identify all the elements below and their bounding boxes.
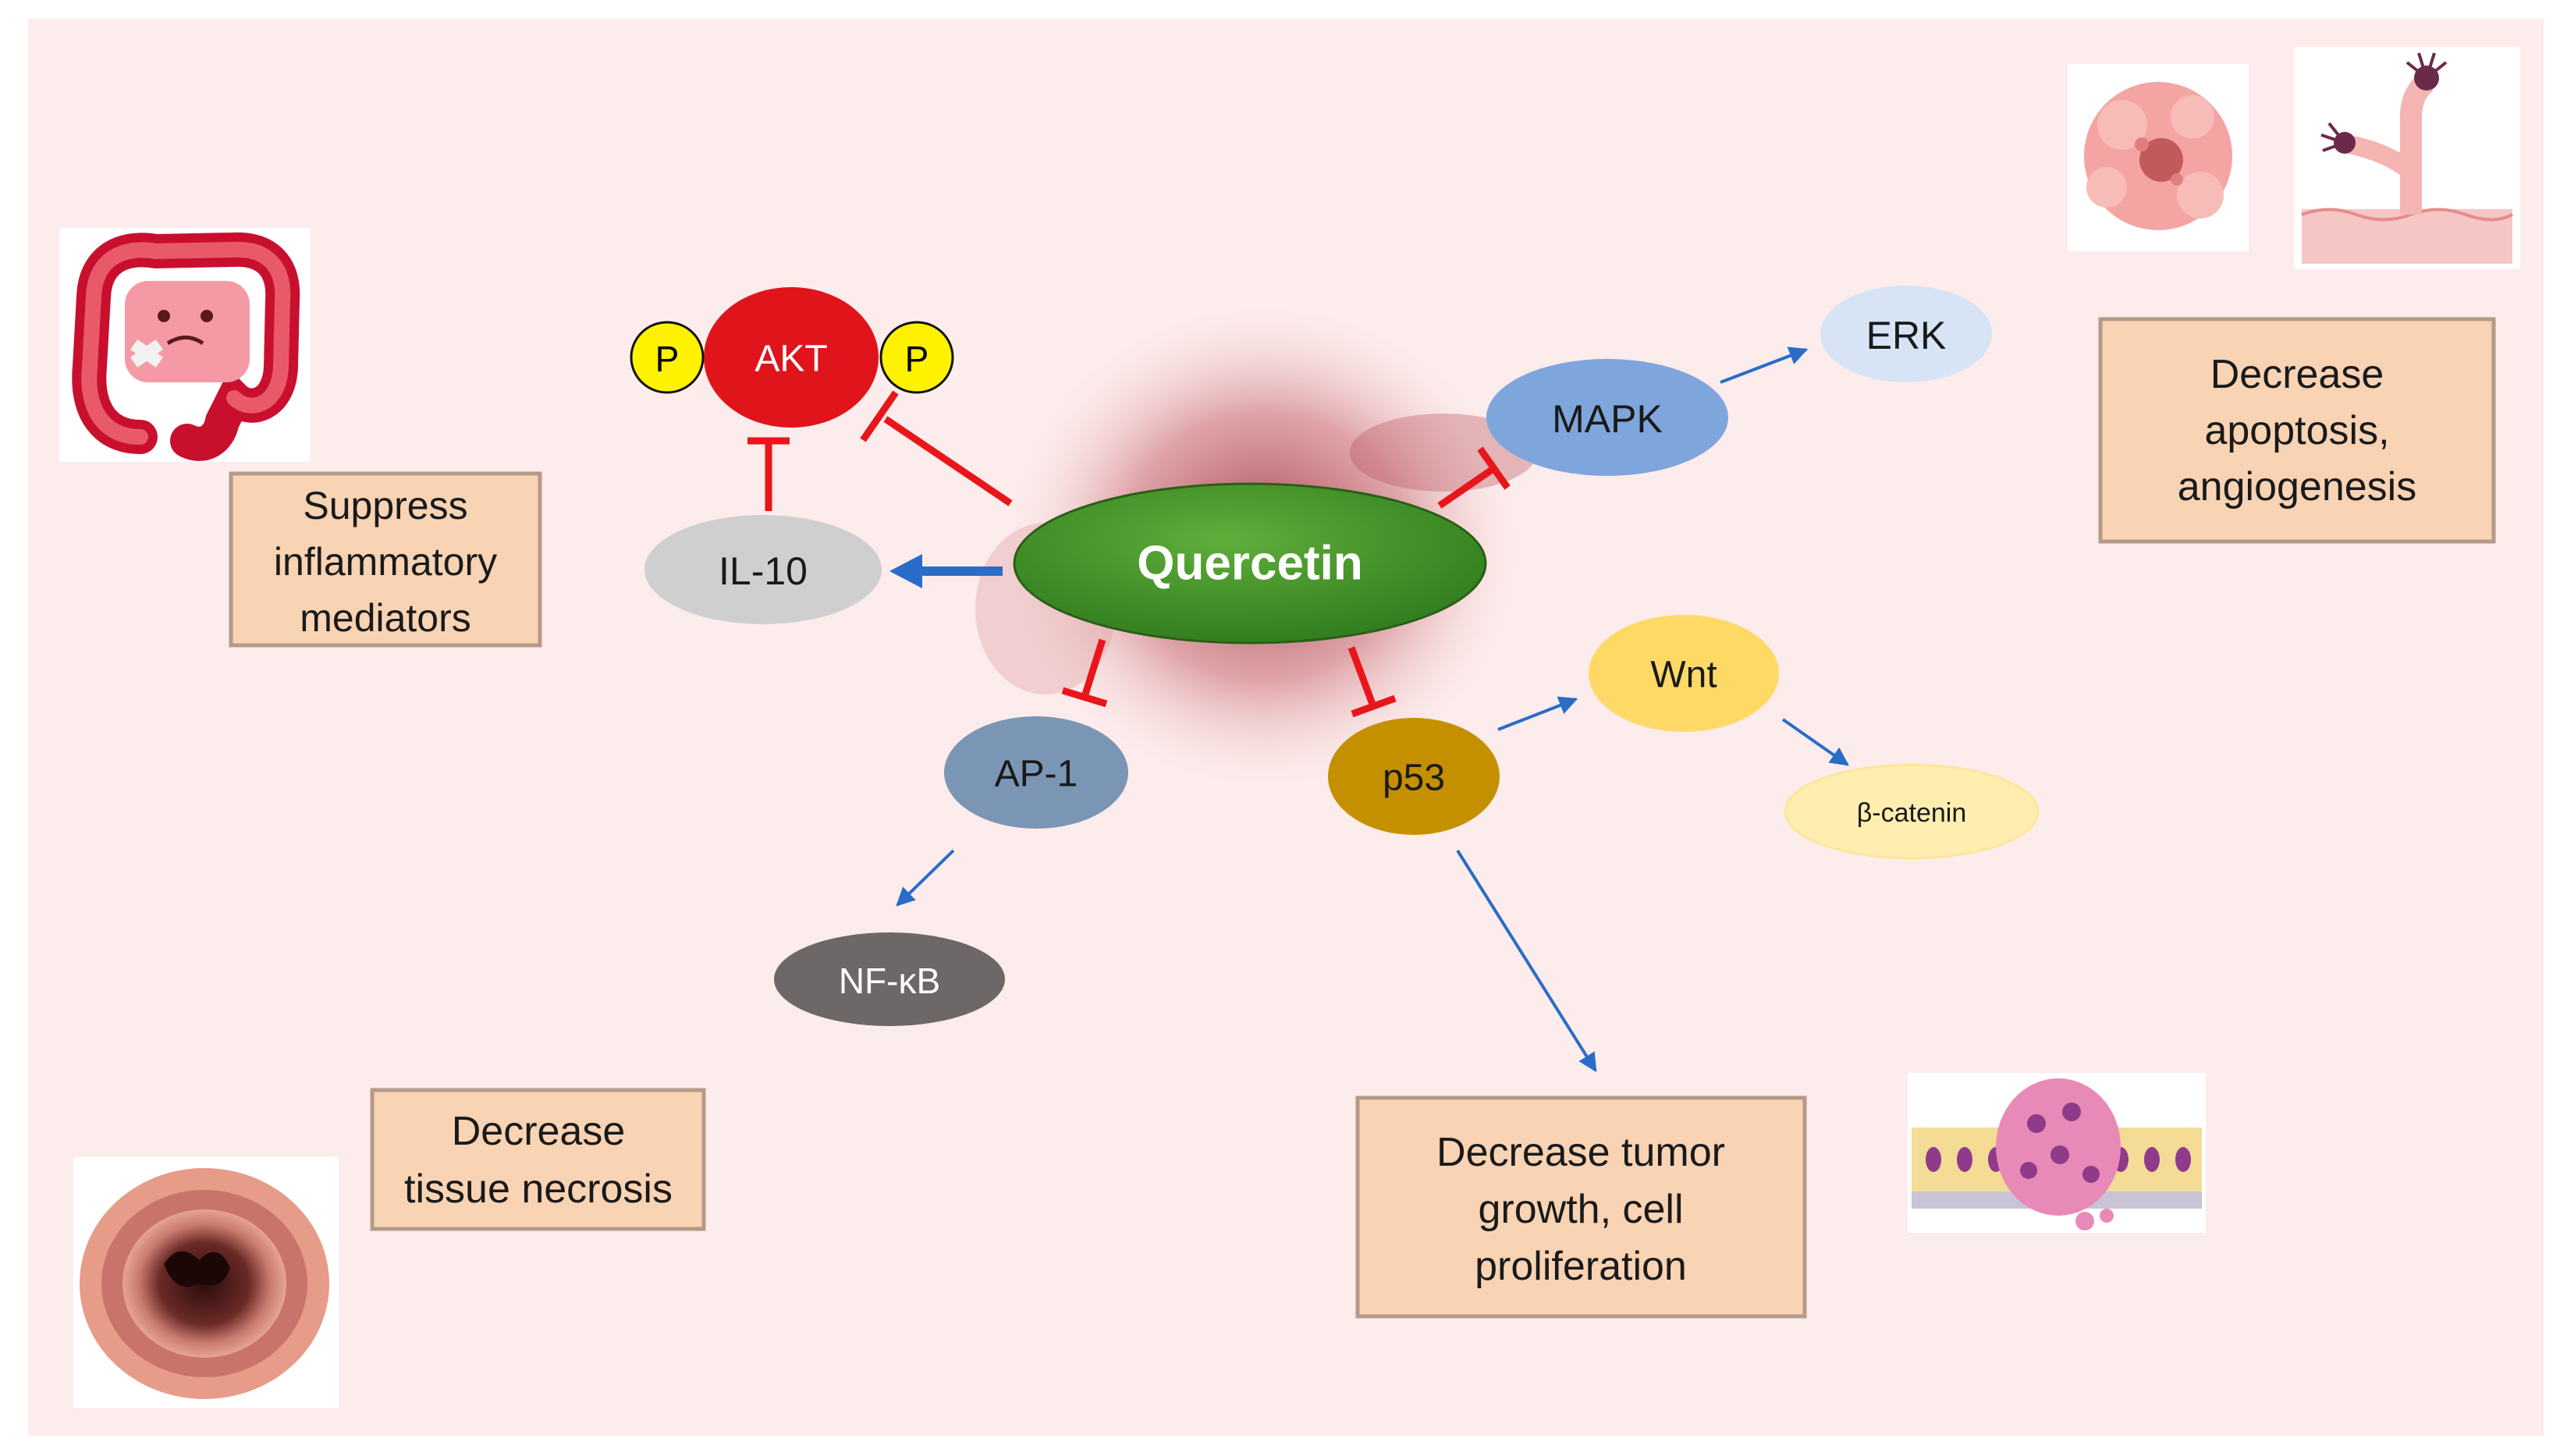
inflamed-colon-icon (59, 228, 311, 462)
inhibit-edge-quercetin-mapk (1437, 446, 1511, 509)
node-il10: IL-10 (644, 515, 882, 624)
wnt-label: Wnt (1650, 655, 1717, 696)
box-apoptosis-line-3: angiogenesis (2178, 464, 2416, 510)
node-beta-catenin: β-catenin (1784, 764, 2039, 859)
necrotic-tissue-icon (73, 1157, 339, 1408)
node-quercetin: Quercetin (1013, 482, 1487, 645)
node-nfkb: NF-κB (774, 932, 1005, 1026)
phosphate-left-label: P (655, 339, 680, 379)
p53-label: p53 (1383, 758, 1445, 799)
blood-vessel-icon (2294, 47, 2520, 269)
inhibit-edge-quercetin-akt (860, 390, 1013, 506)
node-erk: ERK (1820, 286, 1992, 382)
box-necrosis-line-2: tissue necrosis (404, 1167, 673, 1212)
node-mapk: MAPK (1486, 359, 1728, 476)
box-tumor-line-1: Decrease tumor (1436, 1130, 1725, 1175)
beta-catenin-label: β-catenin (1857, 798, 1967, 828)
box-apoptosis-line-2: apoptosis, (2204, 408, 2389, 453)
box-tumor-line-2: growth, cell (1479, 1187, 1684, 1232)
akt-label: AKT (754, 339, 827, 380)
activate-edge-quercetin-il10 (889, 554, 1003, 588)
inhibit-edge-quercetin-ap1 (1061, 638, 1108, 708)
activate-edge-p53-tumor-box (1456, 849, 1597, 1073)
activate-edge-wnt-bcatenin (1781, 718, 1849, 766)
il10-label: IL-10 (719, 549, 808, 593)
tumor-mass-icon (2068, 64, 2249, 251)
box-decrease-necrosis: Decrease tissue necrosis (370, 1088, 706, 1231)
box-suppress-inflammatory: Suppress inflammatory mediators (229, 471, 542, 648)
node-ap1: AP-1 (944, 716, 1128, 829)
inhibit-edge-quercetin-p53 (1347, 646, 1397, 718)
node-phosphate-right: P (879, 321, 954, 394)
node-akt: AKT (704, 287, 879, 428)
erk-label: ERK (1866, 314, 1947, 357)
mapk-label: MAPK (1552, 397, 1663, 441)
box-inflammatory-line-3: mediators (300, 596, 471, 640)
quercetin-label: Quercetin (1137, 537, 1362, 591)
activate-edge-p53-wnt (1497, 696, 1578, 731)
box-decrease-apoptosis: Decrease apoptosis, angiogenesis (2098, 317, 2496, 544)
box-inflammatory-line-2: inflammatory (274, 540, 497, 584)
inhibit-edge-il10-akt (747, 437, 790, 511)
node-p53: p53 (1328, 718, 1500, 835)
phosphate-right-label: P (905, 339, 929, 379)
box-tumor-line-3: proliferation (1475, 1244, 1687, 1289)
activate-edge-ap1-nfkb (896, 849, 955, 907)
nfkb-label: NF-κB (839, 961, 940, 1001)
activate-edge-mapk-erk (1720, 346, 1809, 384)
epithelial-tumor-icon (1908, 1073, 2206, 1233)
ap1-label: AP-1 (995, 754, 1078, 795)
box-necrosis-line-1: Decrease (452, 1109, 626, 1154)
node-wnt: Wnt (1589, 615, 1779, 732)
box-inflammatory-line-1: Suppress (303, 484, 467, 527)
box-apoptosis-line-1: Decrease (2210, 352, 2384, 397)
box-decrease-tumor: Decrease tumor growth, cell proliferatio… (1355, 1096, 1807, 1319)
node-phosphate-left: P (630, 321, 705, 394)
